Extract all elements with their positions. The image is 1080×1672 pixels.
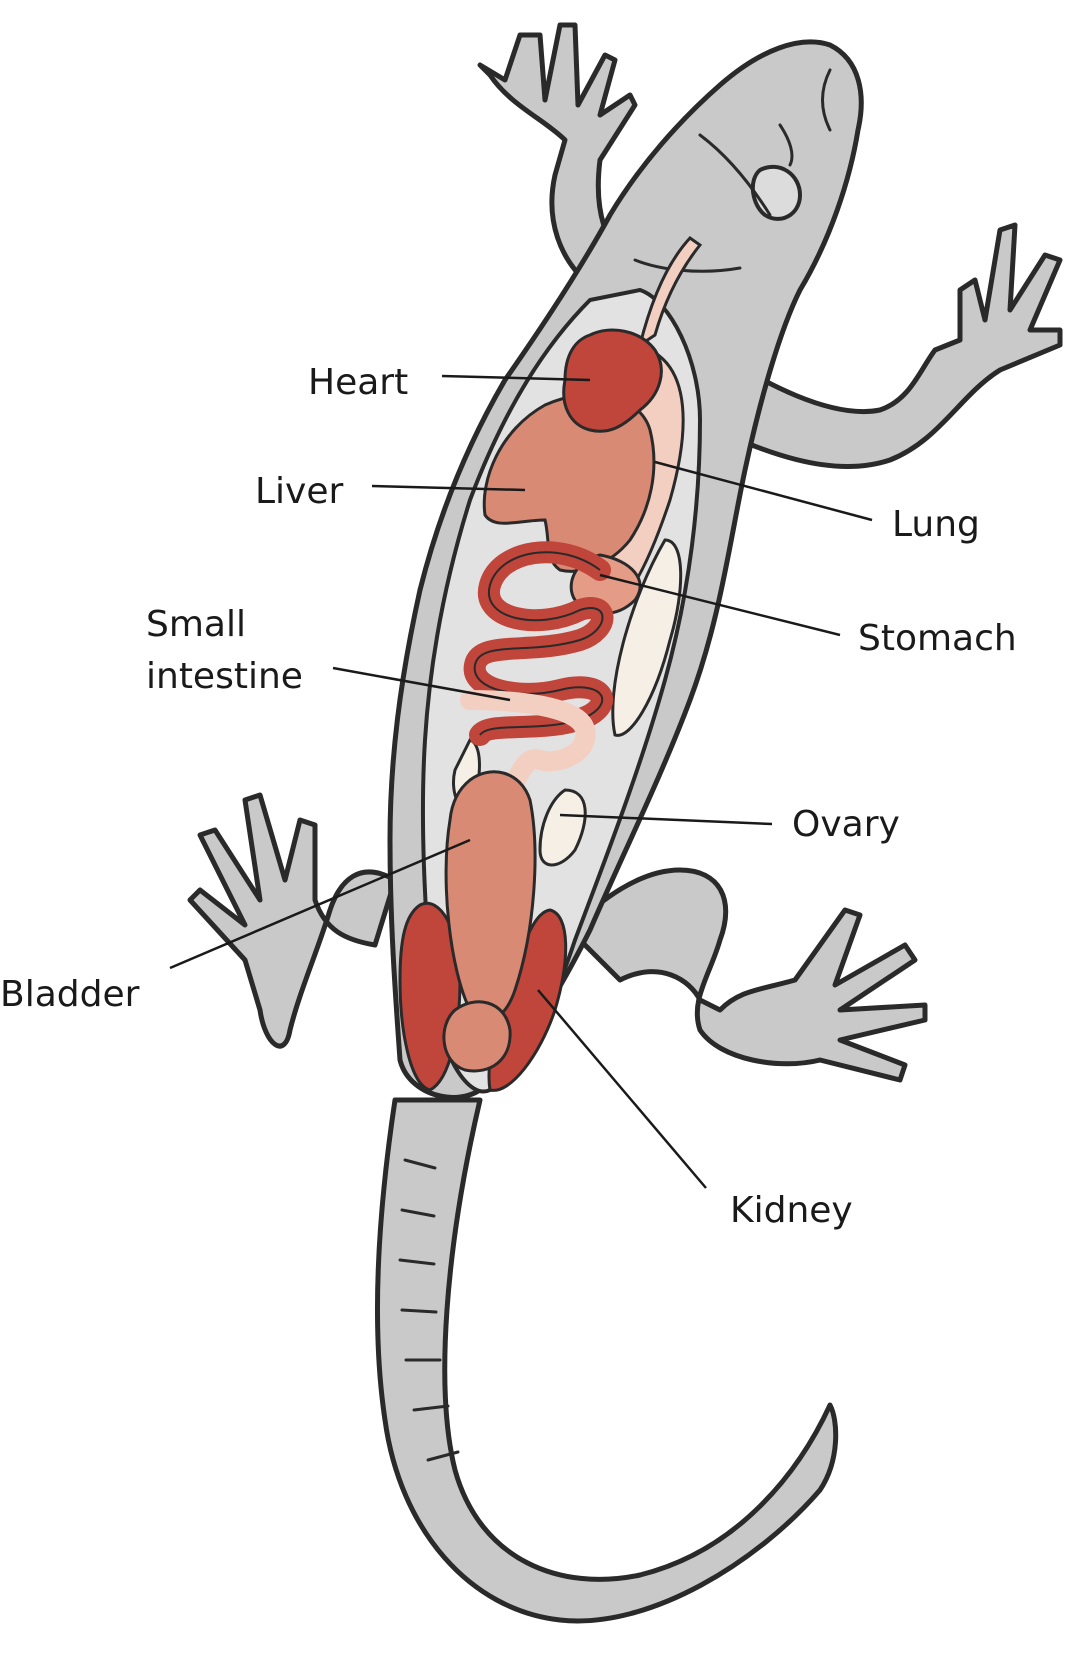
organs xyxy=(398,236,703,1092)
leader-bladder xyxy=(169,838,471,970)
lizard-tail xyxy=(375,1097,839,1624)
label-heart: Heart xyxy=(308,362,408,403)
ovary xyxy=(611,538,683,737)
leader-lines xyxy=(169,374,873,1189)
label-lung: Lung xyxy=(892,504,980,545)
leader-ovary xyxy=(559,813,773,826)
front-right-leg xyxy=(702,222,1063,469)
back-right-leg xyxy=(567,867,928,1083)
ovary-lower xyxy=(538,788,587,867)
label-small-intestine-line1: Small xyxy=(146,604,246,645)
label-bladder: Bladder xyxy=(0,974,140,1015)
label-stomach: Stomach xyxy=(858,618,1017,659)
lizard-eye xyxy=(750,164,802,221)
leader-stomach xyxy=(599,573,841,637)
leader-liver xyxy=(371,484,526,492)
back-left-leg xyxy=(187,792,398,1049)
lizard-illustration xyxy=(187,22,1063,1624)
front-left-leg xyxy=(477,22,638,288)
label-ovary: Ovary xyxy=(792,804,900,845)
label-liver: Liver xyxy=(255,471,344,512)
liver xyxy=(482,393,656,573)
labels: Heart Liver Lung Stomach Small intestine… xyxy=(0,362,1017,1231)
leader-small-intestine xyxy=(332,666,511,702)
label-kidney: Kidney xyxy=(730,1190,853,1231)
label-small-intestine-line2: intestine xyxy=(146,656,303,697)
large-intestine xyxy=(460,690,596,800)
leader-kidney xyxy=(537,989,707,1189)
leader-heart xyxy=(441,374,591,382)
bladder-base xyxy=(442,1000,512,1073)
leader-lung xyxy=(654,460,873,522)
